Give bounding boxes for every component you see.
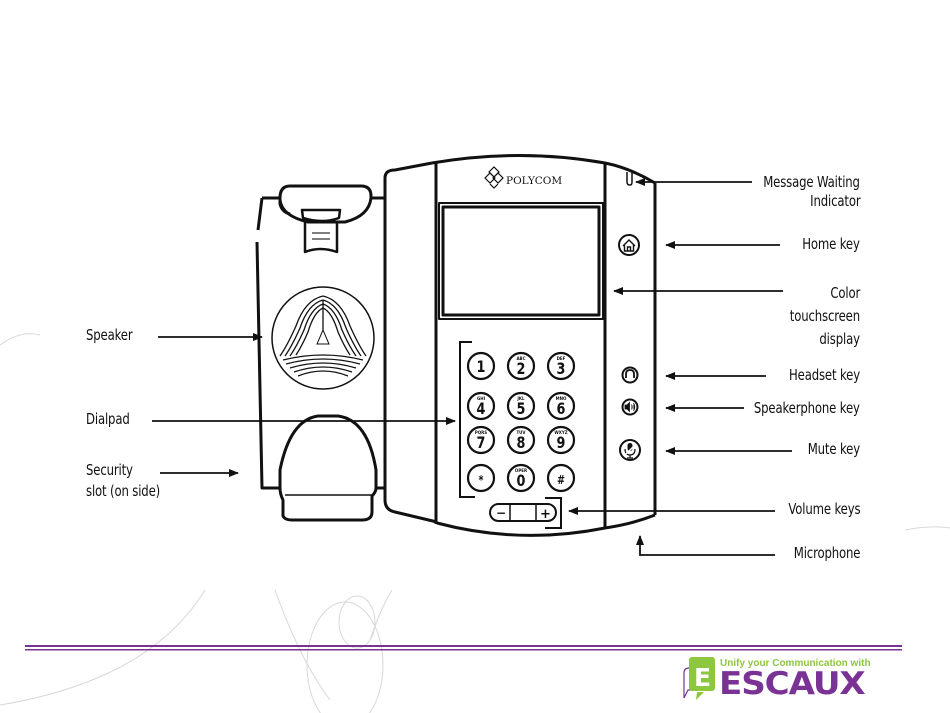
- dialpad-key-digit: 6: [557, 401, 566, 419]
- volume-bracket: [545, 497, 562, 529]
- dialpad-key-outline: [546, 351, 576, 381]
- dialpad-key-digit: *: [478, 473, 483, 487]
- dialpad-key-letters: GHI: [477, 396, 486, 401]
- mute-icon: [623, 443, 637, 459]
- headset-icon: [625, 369, 635, 378]
- dialpad-key-letters: WXYZ: [554, 430, 567, 435]
- dialpad-key-digit: 3: [557, 361, 566, 379]
- dialpad-key-letters: PQRS: [475, 430, 487, 435]
- dialpad-key-letters: TUV: [516, 430, 526, 435]
- dialpad-key-digit: 2: [517, 361, 526, 379]
- headset-key[interactable]: [621, 366, 639, 384]
- speakerphone-icon: [624, 401, 636, 413]
- label-display-line1: Color: [830, 284, 860, 302]
- label-security-line2: slot (on side): [86, 482, 161, 500]
- dialpad-key-outline: [546, 463, 576, 493]
- volume-keys[interactable]: − +: [489, 503, 557, 522]
- phone-body: [383, 154, 657, 537]
- dialpad-key-star[interactable]: *: [466, 463, 496, 493]
- label-volume-keys: Volume keys: [787, 500, 860, 518]
- callout-arrows: [152, 178, 792, 556]
- dialpad-key-digit: 4: [477, 401, 486, 419]
- dialpad-key-outline: [506, 351, 536, 381]
- dialpad-key-outline: [466, 391, 496, 421]
- dialpad-key-digit: 0: [517, 473, 526, 491]
- dialpad-key-digit: 7: [477, 435, 486, 453]
- volume-down-button[interactable]: −: [496, 506, 506, 520]
- speakerphone-key[interactable]: [621, 398, 639, 416]
- home-key[interactable]: [618, 234, 640, 256]
- label-speaker: Speaker: [86, 326, 133, 344]
- label-mwi-line1: Message Waiting: [763, 173, 860, 191]
- dialpad-key-digit: 5: [517, 401, 526, 419]
- dialpad-key-digit: 9: [557, 435, 566, 453]
- escaux-logo-icon: E: [683, 657, 715, 700]
- dialpad-bracket: [459, 341, 475, 498]
- dialpad-key-outline: [466, 463, 496, 493]
- escaux-tagline: Unify your Communication with: [720, 658, 871, 669]
- dialpad-key-digit: 8: [517, 435, 526, 453]
- label-display-line3: display: [819, 330, 861, 348]
- label-display-line2: touchscreen: [789, 307, 860, 325]
- dialpad-key-outline: [546, 425, 576, 455]
- mute-key[interactable]: [619, 439, 641, 461]
- dialpad-key-letters: MNO: [556, 396, 567, 401]
- dialpad-key-outline: [506, 391, 536, 421]
- dialpad-key-1[interactable]: 1: [466, 351, 496, 381]
- dialpad-key-outline: [466, 425, 496, 455]
- handset-cradle: [255, 184, 385, 522]
- speaker-grille: [271, 286, 375, 390]
- dialpad-key-outline: [506, 463, 536, 493]
- escaux-logo-letter: E: [694, 663, 711, 692]
- dialpad-key-outline: [506, 425, 536, 455]
- background-decoration: [0, 333, 950, 713]
- dialpad-key-digit: #: [557, 473, 565, 487]
- footer-rule-top: [25, 645, 902, 647]
- label-microphone: Microphone: [793, 544, 860, 562]
- dialpad-key-letters: ABC: [516, 356, 525, 361]
- footer-rule-bottom: [25, 649, 902, 651]
- label-security-line1: Security: [86, 461, 133, 479]
- dialpad-key-letters: DEF: [557, 356, 566, 361]
- dialpad-key-hash[interactable]: #: [546, 463, 576, 493]
- label-mute-key: Mute key: [807, 440, 860, 458]
- polycom-brand-text: POLYCOM: [506, 175, 562, 187]
- label-headset-key: Headset key: [789, 366, 860, 384]
- escaux-wordmark: ESCAUX: [719, 666, 866, 702]
- home-icon: [622, 239, 636, 252]
- label-speakerphone-key: Speakerphone key: [754, 399, 860, 417]
- label-dialpad: Dialpad: [86, 410, 130, 428]
- label-mwi-line2: Indicator: [809, 192, 860, 210]
- label-home-key: Home key: [802, 235, 860, 253]
- dialpad-key-letters: JKL: [516, 396, 525, 401]
- dialpad-key-digit: 1: [477, 359, 486, 377]
- dialpad-key-outline: [466, 351, 496, 381]
- volume-up-button[interactable]: +: [540, 507, 551, 522]
- dialpad-key-letters: OPER: [515, 468, 527, 473]
- dialpad-key-outline: [546, 391, 576, 421]
- polycom-logo-icon: [484, 166, 504, 189]
